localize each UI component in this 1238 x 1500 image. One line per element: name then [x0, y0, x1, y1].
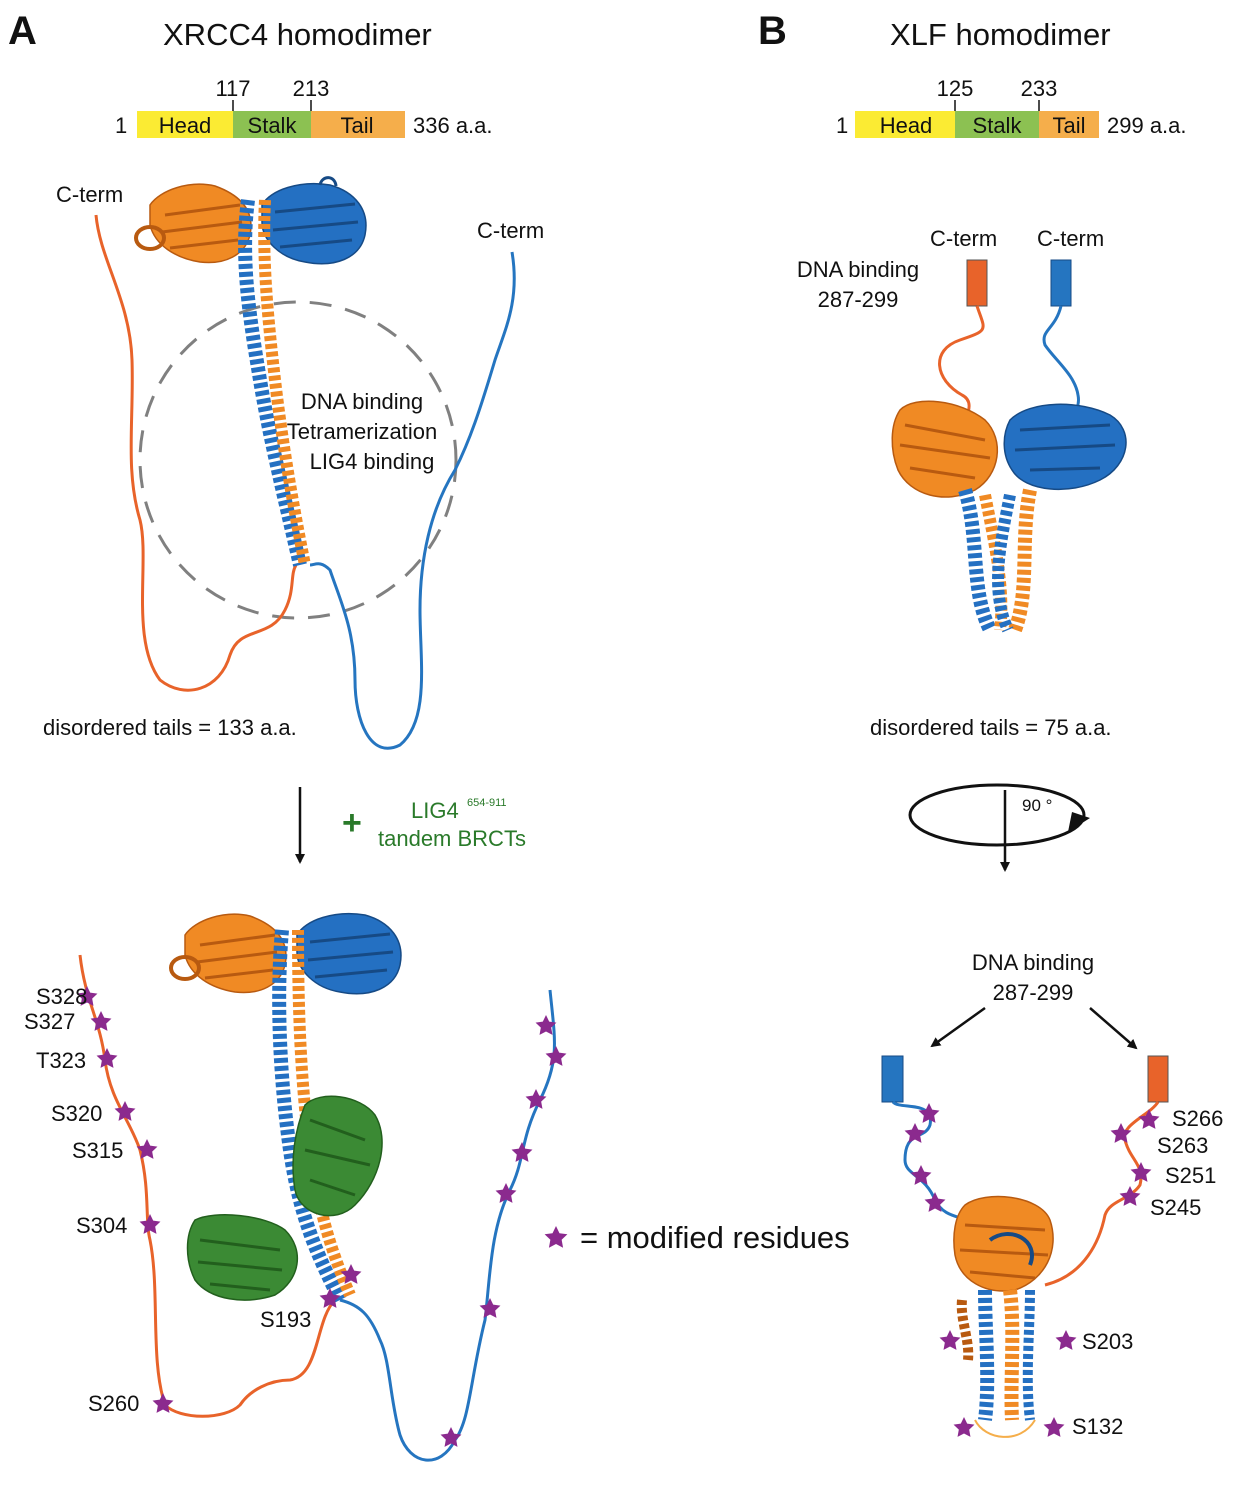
head-domain [137, 111, 233, 138]
star-unlabeled-a3 [545, 1046, 567, 1066]
xrcc4-head-blue-bottom [296, 913, 402, 995]
lig4-name: LIG4 [411, 798, 459, 823]
arrow-to-orange-box [1089, 1007, 1138, 1050]
panel-b-letter: B [758, 9, 787, 53]
site-t323: T323 [36, 1048, 86, 1073]
arrow-to-blue-box [930, 1006, 986, 1048]
panel-a-letter: A [8, 9, 37, 53]
cterm-left-a: C-term [56, 182, 123, 207]
head-label-b: Head [880, 113, 933, 138]
tail-label-b: Tail [1052, 113, 1085, 138]
cterm-left-b: C-term [930, 226, 997, 251]
rotation-label: 90 ° [1022, 796, 1052, 815]
function-tetramerization: Tetramerization [287, 419, 437, 444]
boundary-125: 125 [937, 76, 974, 101]
xlf-structure-top [891, 259, 1127, 634]
star-s132 [1043, 1417, 1065, 1437]
site-s327: S327 [24, 1009, 75, 1034]
disordered-tails-b: disordered tails = 75 a.a. [870, 715, 1112, 740]
head-domain-b [855, 111, 955, 138]
panel-b-title: XLF homodimer [890, 17, 1111, 52]
xlf-domain-bar: Head Stalk Tail 1 299 a.a. 125 233 [836, 76, 1187, 138]
xrcc4-tail-blue-bottom [339, 989, 556, 1462]
tail-domain [311, 111, 405, 138]
dna-binding-box-blue-bottom [881, 1055, 904, 1103]
star-unlabeled-a8 [440, 1427, 462, 1447]
dna-binding-box-orange-bottom [1147, 1055, 1169, 1103]
dna-binding-top-range: 287-299 [818, 287, 899, 312]
functional-region-circle [138, 300, 458, 620]
lig4-brct-domains [186, 1095, 383, 1301]
site-s193: S193 [260, 1307, 311, 1332]
dna-binding-box-blue [1050, 259, 1072, 307]
stalk-domain [233, 111, 311, 138]
disordered-tails-a: disordered tails = 133 a.a. [43, 715, 297, 740]
dna-binding-top-label: DNA binding [797, 257, 919, 282]
xrcc4-tail-blue [309, 251, 516, 750]
tail-domain-b [1039, 111, 1099, 138]
stalk-label: Stalk [248, 113, 298, 138]
xrcc4-head-blue [261, 176, 367, 265]
star-unlabeled-b2 [904, 1123, 926, 1143]
site-s263: S263 [1157, 1133, 1208, 1158]
star-unlabeled-b5 [939, 1330, 961, 1350]
boundary-213: 213 [293, 76, 330, 101]
legend-text: = modified residues [580, 1220, 850, 1255]
site-s315: S315 [72, 1138, 123, 1163]
site-s245: S245 [1150, 1195, 1201, 1220]
site-s260: S260 [88, 1391, 139, 1416]
xrcc4-stalk-orange [258, 199, 311, 567]
legend-star-icon [544, 1226, 568, 1248]
xrcc4-tail-orange-bottom [78, 954, 337, 1418]
dna-binding-box-orange [966, 259, 988, 307]
cterm-right-b: C-term [1037, 226, 1104, 251]
star-unlabeled-b6 [953, 1417, 975, 1437]
site-s266: S266 [1172, 1106, 1223, 1131]
site-s328: S328 [36, 984, 87, 1009]
plus-sign: + [342, 804, 362, 842]
xlf-structure-bottom [881, 1055, 1169, 1438]
xrcc4-structure-top [94, 176, 516, 750]
lig4-range: 654-911 [467, 797, 507, 809]
function-lig4-binding: LIG4 binding [310, 449, 435, 474]
star-s266 [1138, 1109, 1160, 1129]
domain-end-b: 299 a.a. [1107, 113, 1187, 138]
xrcc4-head-orange-bottom [169, 913, 287, 994]
boundary-233: 233 [1021, 76, 1058, 101]
head-label: Head [159, 113, 212, 138]
star-unlabeled-a7 [479, 1298, 501, 1318]
xrcc4-domain-bar: Head Stalk Tail 1 336 a.a. 117 213 [115, 76, 493, 138]
lig4-tandem-brcts: tandem BRCTs [378, 826, 526, 851]
star-s315 [136, 1139, 158, 1159]
rotation-90-icon [908, 783, 1090, 872]
star-s203 [1055, 1330, 1077, 1350]
xrcc4-tail-orange [94, 214, 298, 692]
xrcc4-head-orange [134, 183, 252, 264]
domain-end: 336 a.a. [413, 113, 493, 138]
panel-a-title: XRCC4 homodimer [163, 17, 432, 52]
function-dna-binding: DNA binding [301, 389, 423, 414]
xrcc4-lig4-complex [76, 913, 567, 1462]
site-s304: S304 [76, 1213, 127, 1238]
domain-start: 1 [115, 113, 127, 138]
domain-start-b: 1 [836, 113, 848, 138]
boundary-117: 117 [215, 76, 250, 101]
site-s320: S320 [51, 1101, 102, 1126]
stalk-label-b: Stalk [973, 113, 1023, 138]
stalk-domain-b [955, 111, 1039, 138]
tail-label: Tail [340, 113, 373, 138]
cterm-right-a: C-term [477, 218, 544, 243]
site-s203: S203 [1082, 1329, 1133, 1354]
dna-binding-bottom-range: 287-299 [993, 980, 1074, 1005]
xrcc4-stalk-blue-bottom [272, 929, 347, 1304]
site-s132: S132 [1072, 1414, 1123, 1439]
site-s251: S251 [1165, 1163, 1216, 1188]
dna-binding-bottom-label: DNA binding [972, 950, 1094, 975]
